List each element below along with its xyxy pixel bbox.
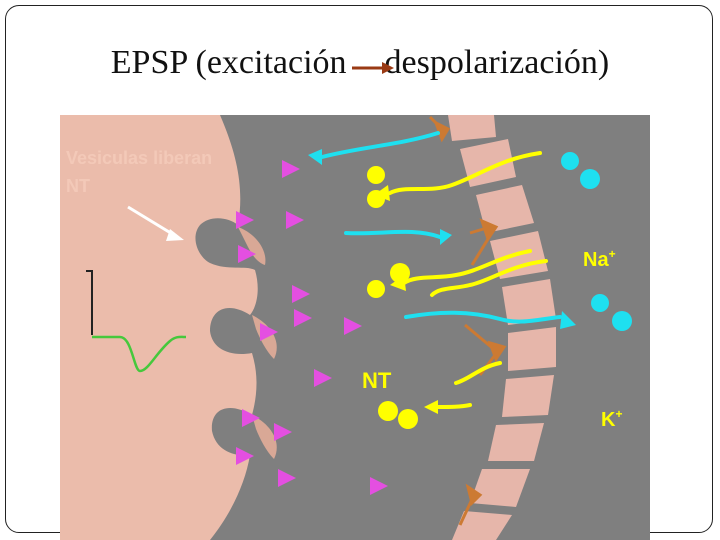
vesicle-pointer-arrow-icon [127,205,184,241]
vesicle-release-line-1: Vesiculas liberan [66,148,213,168]
potassium-ion-icon [580,169,600,189]
membrane-segment [476,185,534,233]
potassium-flux-arrows [308,131,576,329]
sodium-flux-arrow [388,151,542,195]
vesicle-release-line-2: NT [66,176,90,196]
neurotransmitter-triangle-icon [344,317,362,335]
title-right: despolarización) [384,44,610,81]
sodium-flux-arrow [436,403,472,409]
sodium-ion-icon [390,263,410,283]
sodium-symbol: Na [583,249,609,271]
neurotransmitter-triangle-icon [238,245,256,263]
potassium-ion-icon [591,294,609,312]
synaptic-vesicle-icon [252,415,277,459]
neurotransmitter-triangle-icon [294,309,312,327]
neurotransmitter-triangle-icon [282,160,300,178]
sodium-ion-icon [367,190,385,208]
neurotransmitter-triangle-icon [292,285,310,303]
page-title: EPSP (excitación despolarización) [0,44,720,82]
neurotransmitter-triangle-icon [370,477,388,495]
epsp-trace-icon [86,270,187,373]
potassium-ions [561,152,632,331]
sodium-ion-icon [378,401,398,421]
potassium-ion-icon [561,152,579,170]
neurotransmitter-triangle-icon [278,469,296,487]
potassium-ion-icon [612,311,632,331]
sodium-ions [367,166,418,429]
sodium-ion-icon [398,409,418,429]
neurotransmitter-triangle-icon [286,211,304,229]
neurotransmitter-triangle-icon [242,409,260,427]
membrane-segment [470,469,530,507]
sodium-label: Na+ [583,247,616,272]
neurotransmitter-label: NT [362,368,392,393]
title-left: EPSP (excitación [110,44,347,81]
potassium-label: K+ [601,407,623,432]
membrane-segment [448,115,496,141]
membrane-segment [508,327,556,371]
potassium-symbol: K [601,409,616,431]
sodium-flux-arrow [402,249,532,285]
synaptic-vesicle-icon [238,227,266,265]
sodium-ion-icon [367,166,385,184]
synapse-diagram [60,115,650,540]
neurotransmitter-triangle-icon [236,447,254,465]
potassium-flux-arrow [320,131,440,159]
membrane-segment [502,279,556,325]
membrane-segment [502,375,554,417]
potassium-flux-arrow [344,229,442,239]
neurotransmitter-triangle-icon [260,323,278,341]
membrane-segment [488,423,544,461]
postsynaptic-membrane [448,115,556,540]
sodium-flux-arrow [454,361,502,385]
sodium-flux-arrow [430,259,548,297]
potassium-charge: + [615,407,623,421]
ion-channel-icon [428,115,507,526]
presynaptic-terminal-icon [60,115,258,540]
neurotransmitter-triangle-icon [314,369,332,387]
neurotransmitter-icons [236,160,388,495]
neurotransmitter-triangle-icon [274,423,292,441]
potassium-flux-arrow [404,310,562,324]
title-arrow-icon [352,62,394,74]
membrane-segment [452,511,512,540]
sodium-ion-icon [367,280,385,298]
sodium-charge: + [608,247,616,261]
neurotransmitter-triangle-icon [236,211,254,229]
